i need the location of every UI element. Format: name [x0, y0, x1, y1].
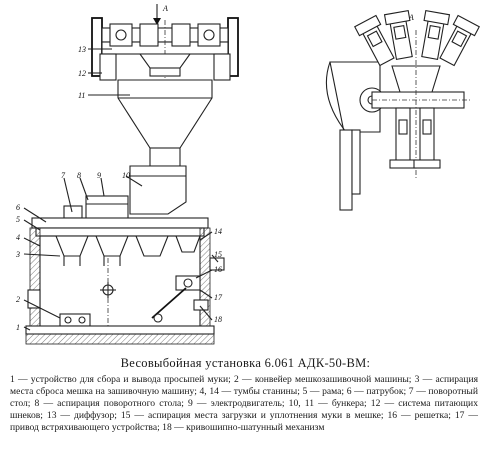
- figure-caption-title: Весовыбойная установка 6.061 АДК-50-ВМ:: [120, 356, 371, 370]
- base: [25, 325, 215, 345]
- callout-8: 8: [77, 171, 81, 180]
- main-elevation: A: [15, 4, 239, 345]
- callout-4: 4: [16, 233, 20, 242]
- callout-14: 14: [214, 227, 222, 236]
- callout-15: 15: [214, 250, 222, 259]
- callout-17: 17: [214, 293, 223, 302]
- callout-18: 18: [214, 315, 222, 324]
- callout-9: 9: [97, 171, 101, 180]
- aspiration-15: [209, 257, 225, 271]
- callout-leaders: [23, 48, 219, 331]
- shaker-drive: [151, 275, 209, 323]
- callout-numbers: 13 12 11 10 9 8 7 6 5 4 3 2 1 14 15 16 1…: [15, 45, 223, 332]
- motor: [63, 195, 129, 221]
- callout-16: 16: [214, 265, 222, 274]
- rotary-table: [55, 235, 201, 266]
- callout-5: 5: [16, 215, 20, 224]
- callout-3: 3: [15, 250, 20, 259]
- callout-13: 13: [78, 45, 86, 54]
- callout-1: 1: [16, 323, 20, 332]
- hopper-10: [129, 165, 187, 215]
- diffuser: [138, 53, 192, 77]
- callout-7: 7: [61, 171, 66, 180]
- figure-legend: 1 — устройство для сбора и вывода просып…: [10, 374, 478, 434]
- callout-12: 12: [78, 69, 86, 78]
- view-arrow-label: A: [162, 4, 168, 13]
- frame: [31, 217, 209, 237]
- callout-10: 10: [122, 171, 130, 180]
- view-a: Вид А: [325, 9, 480, 211]
- technical-drawing: A: [15, 4, 480, 345]
- callout-2: 2: [16, 295, 20, 304]
- callout-6: 6: [16, 203, 20, 212]
- view-arrow-a: A: [153, 4, 168, 25]
- screw-feeder-system: [91, 17, 239, 96]
- callout-11: 11: [78, 91, 85, 100]
- hopper-11: [117, 79, 213, 167]
